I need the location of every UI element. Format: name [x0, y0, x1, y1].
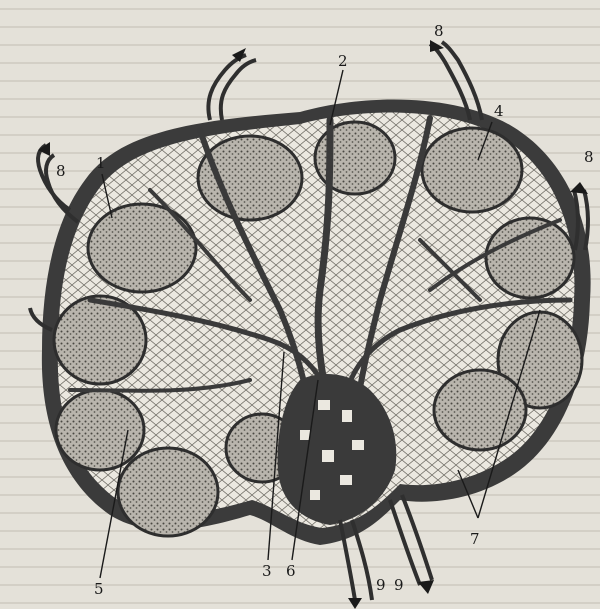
- label-trabecula: 2: [338, 52, 348, 70]
- follicle: [198, 136, 302, 220]
- follicle: [434, 370, 526, 450]
- follicle: [118, 448, 218, 536]
- label-follicle: 4: [494, 102, 504, 120]
- label-medullary-sinuses: 7: [470, 530, 480, 548]
- label-efferent-a: 9: [376, 576, 386, 594]
- label-afferent-right: 8: [584, 148, 594, 166]
- label-efferent-b: 9: [394, 576, 404, 594]
- follicle: [486, 218, 574, 298]
- follicle: [422, 128, 522, 212]
- label-afferent-top: 8: [434, 22, 444, 40]
- label-medullary-cords: 6: [286, 562, 296, 580]
- label-subcapsular-sinus: 5: [94, 580, 104, 598]
- follicle: [56, 390, 144, 470]
- label-capsule: 1: [96, 154, 106, 172]
- label-paracortex: 3: [262, 562, 272, 580]
- label-afferent-left: 8: [56, 162, 66, 180]
- follicle: [88, 204, 196, 292]
